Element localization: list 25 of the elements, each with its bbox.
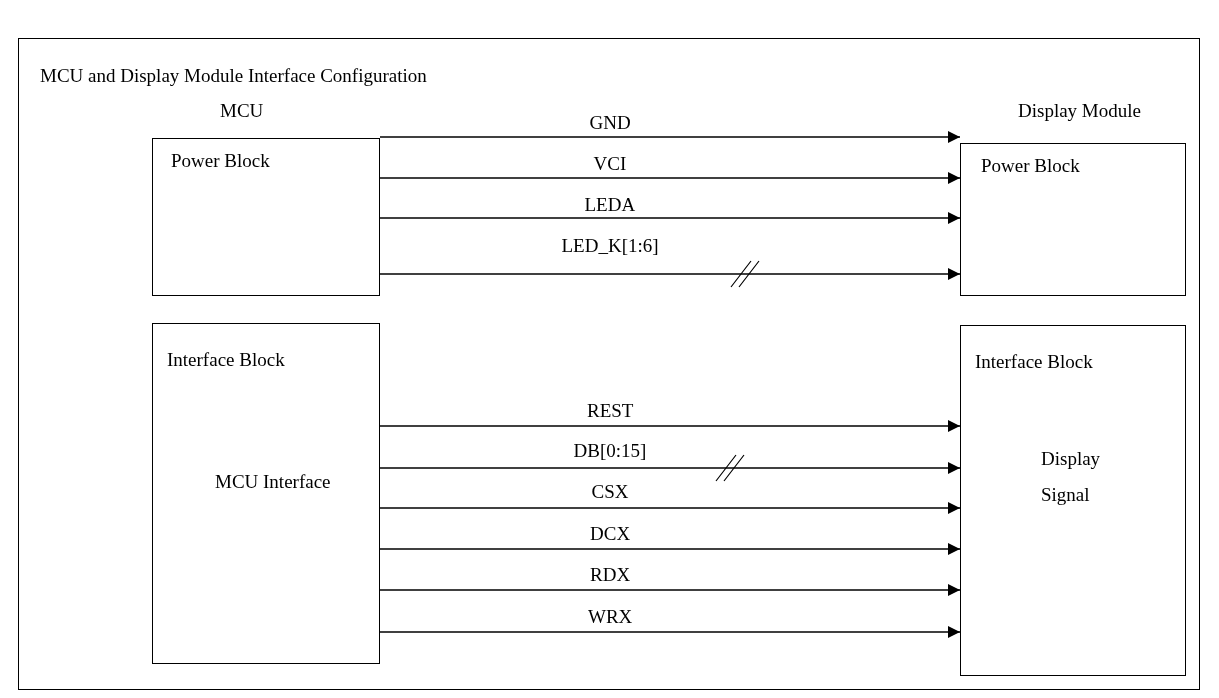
signal-arrow [379, 212, 961, 224]
signal-arrow [379, 584, 961, 596]
block-box [152, 138, 380, 296]
signal-arrow [379, 462, 961, 474]
signal-arrow [379, 543, 961, 555]
block-text: MCU Interface [215, 470, 332, 494]
block-box [152, 323, 380, 664]
block-box [960, 325, 1186, 676]
edge-label: DB[0:15] [573, 441, 647, 462]
block-title: Power Block [171, 151, 270, 172]
signal-arrow [379, 502, 961, 514]
side-label: MCU [220, 101, 264, 122]
signal-arrow [379, 172, 961, 184]
block-text: Display Signal [1041, 447, 1102, 508]
block-title: Interface Block [975, 352, 1093, 373]
signal-arrow [379, 268, 961, 280]
signal-arrow [379, 626, 961, 638]
edge-label: LED_K[1:6] [561, 236, 659, 257]
block-box [960, 143, 1186, 296]
block-title: Interface Block [167, 350, 285, 371]
signal-arrow [379, 420, 961, 432]
block-title: Power Block [981, 156, 1080, 177]
diagram-title: MCU and Display Module Interface Configuration [40, 66, 427, 87]
signal-arrow [379, 131, 961, 143]
side-label: Display Module [1018, 101, 1141, 122]
